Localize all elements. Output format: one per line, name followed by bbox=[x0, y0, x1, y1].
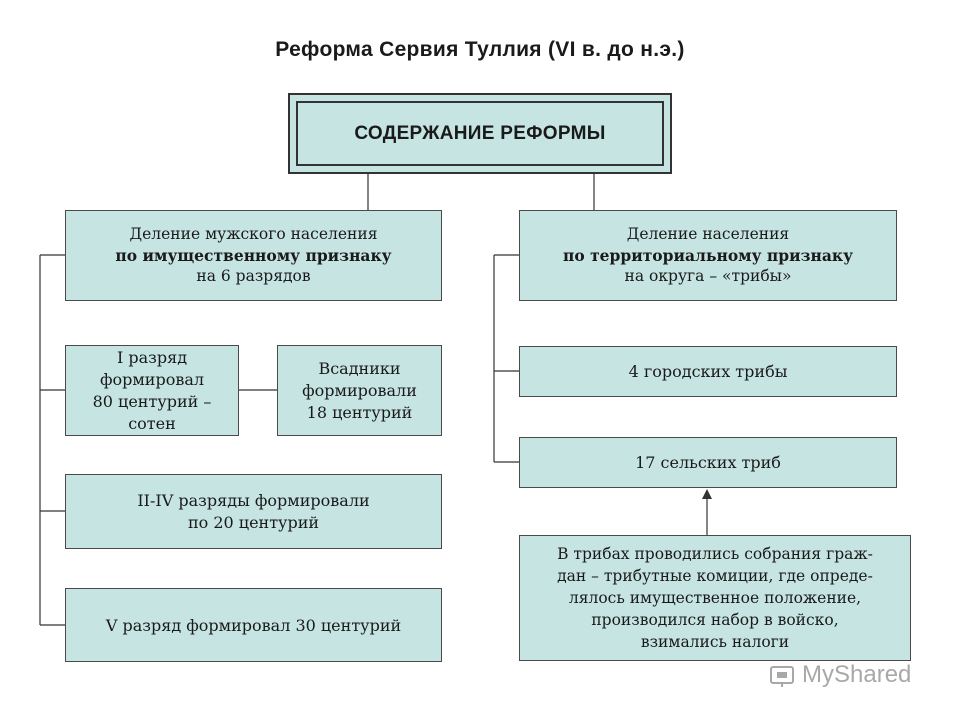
territorial-division-line3: на округа – «трибы» bbox=[624, 267, 792, 285]
watermark: MyShared bbox=[768, 658, 911, 692]
territorial-division-line1: Деление населения bbox=[626, 225, 790, 243]
tribal-assemblies-box: В трибах проводились собрания граж- дан … bbox=[519, 535, 911, 661]
rank2-4-line2: по 20 центурий bbox=[187, 512, 320, 532]
riders-line3: 18 центурий bbox=[306, 402, 413, 422]
reform-content-label: СОДЕРЖАНИЕ РЕФОРМЫ bbox=[296, 101, 664, 166]
rank1-line2: формировал bbox=[99, 369, 205, 389]
assemblies-line1: В трибах проводились собрания граж- bbox=[557, 545, 873, 563]
assemblies-line4: производился набор в войско, bbox=[591, 611, 839, 629]
urban-tribes-box: 4 городских трибы bbox=[519, 346, 897, 397]
property-division-line2: по имущественному признаку bbox=[115, 246, 392, 265]
assemblies-line3: лялось имущественное положение, bbox=[568, 589, 862, 607]
rank1-box: I разряд формировал 80 центурий – сотен bbox=[65, 345, 239, 436]
assemblies-line5: взимались налоги bbox=[640, 633, 790, 651]
rank5-box: V разряд формировал 30 центурий bbox=[65, 588, 442, 662]
rank5-label: V разряд формировал 30 центурий bbox=[105, 615, 402, 635]
arrow-head bbox=[702, 489, 712, 499]
property-division-box: Деление мужского населения по имуществен… bbox=[65, 210, 442, 301]
diagram-title: Реформа Сервия Туллия (VI в. до н.э.) bbox=[275, 38, 685, 61]
urban-tribes-label: 4 городских трибы bbox=[628, 362, 788, 381]
rank2-4-line1: II-IV разряды формировали bbox=[137, 490, 370, 510]
rank1-line3: 80 центурий – bbox=[92, 391, 212, 411]
territorial-division-box: Деление населения по территориальному пр… bbox=[519, 210, 897, 301]
property-division-line3: на 6 разрядов bbox=[196, 267, 311, 285]
watermark-text: MyShared bbox=[802, 661, 912, 688]
rank2-4-box: II-IV разряды формировали по 20 центурий bbox=[65, 474, 442, 549]
reform-content-box: СОДЕРЖАНИЕ РЕФОРМЫ bbox=[288, 93, 672, 174]
rank1-line4: сотен bbox=[128, 413, 176, 433]
assemblies-line2: дан – трибутные комиции, где опреде- bbox=[557, 567, 873, 585]
riders-line1: Всадники bbox=[318, 358, 401, 378]
rural-tribes-label: 17 сельских триб bbox=[635, 453, 781, 472]
property-division-line1: Деление мужского населения bbox=[129, 225, 378, 243]
rank1-line1: I разряд bbox=[116, 347, 188, 367]
watermark-logo-icon bbox=[770, 666, 794, 687]
territorial-division-line2: по территориальному признаку bbox=[562, 246, 854, 265]
rural-tribes-box: 17 сельских триб bbox=[519, 437, 897, 488]
riders-line2: формировали bbox=[302, 380, 417, 400]
riders-box: Всадники формировали 18 центурий bbox=[277, 345, 442, 436]
